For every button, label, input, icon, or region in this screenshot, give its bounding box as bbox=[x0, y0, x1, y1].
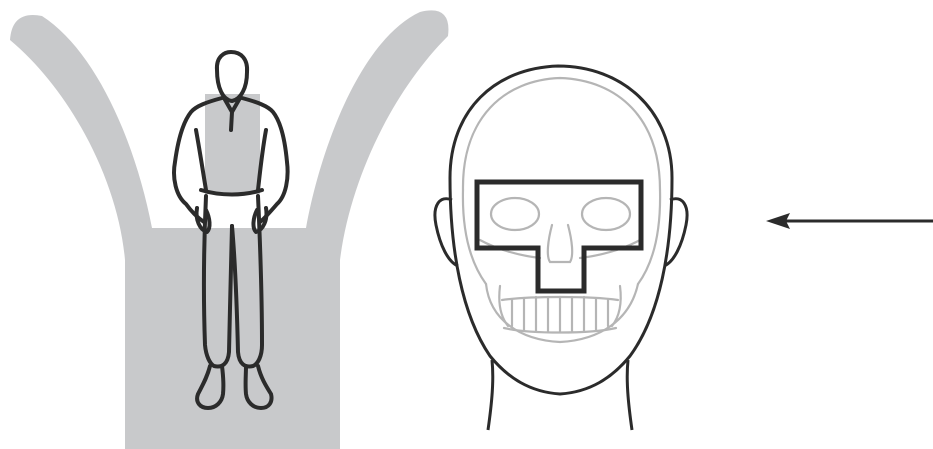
t-zone-silhouette bbox=[10, 10, 448, 449]
person-head bbox=[217, 52, 247, 101]
standing-person-panel bbox=[10, 10, 448, 449]
neck-right bbox=[627, 360, 632, 430]
face-skull-panel bbox=[435, 66, 687, 430]
left-arrow-icon bbox=[766, 213, 933, 229]
neck-left bbox=[488, 360, 493, 430]
